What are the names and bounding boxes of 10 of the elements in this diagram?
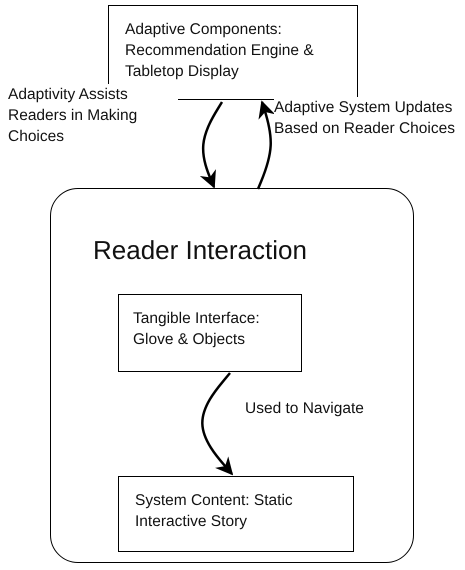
group-heading: Reader Interaction <box>93 234 308 267</box>
box-label: Adaptive Components: Recommendation Engine & Tabletop Display <box>125 20 315 82</box>
box-label: System Content: Static Interactive Story <box>135 491 294 532</box>
curved-arrow <box>200 101 224 189</box>
process-box <box>118 294 302 372</box>
box-label: Tangible Interface: Glove & Objects <box>133 309 261 350</box>
process-box <box>118 476 354 552</box>
curved-arrow <box>201 372 234 476</box>
curved-arrow <box>256 100 276 190</box>
container-box <box>50 188 414 563</box>
